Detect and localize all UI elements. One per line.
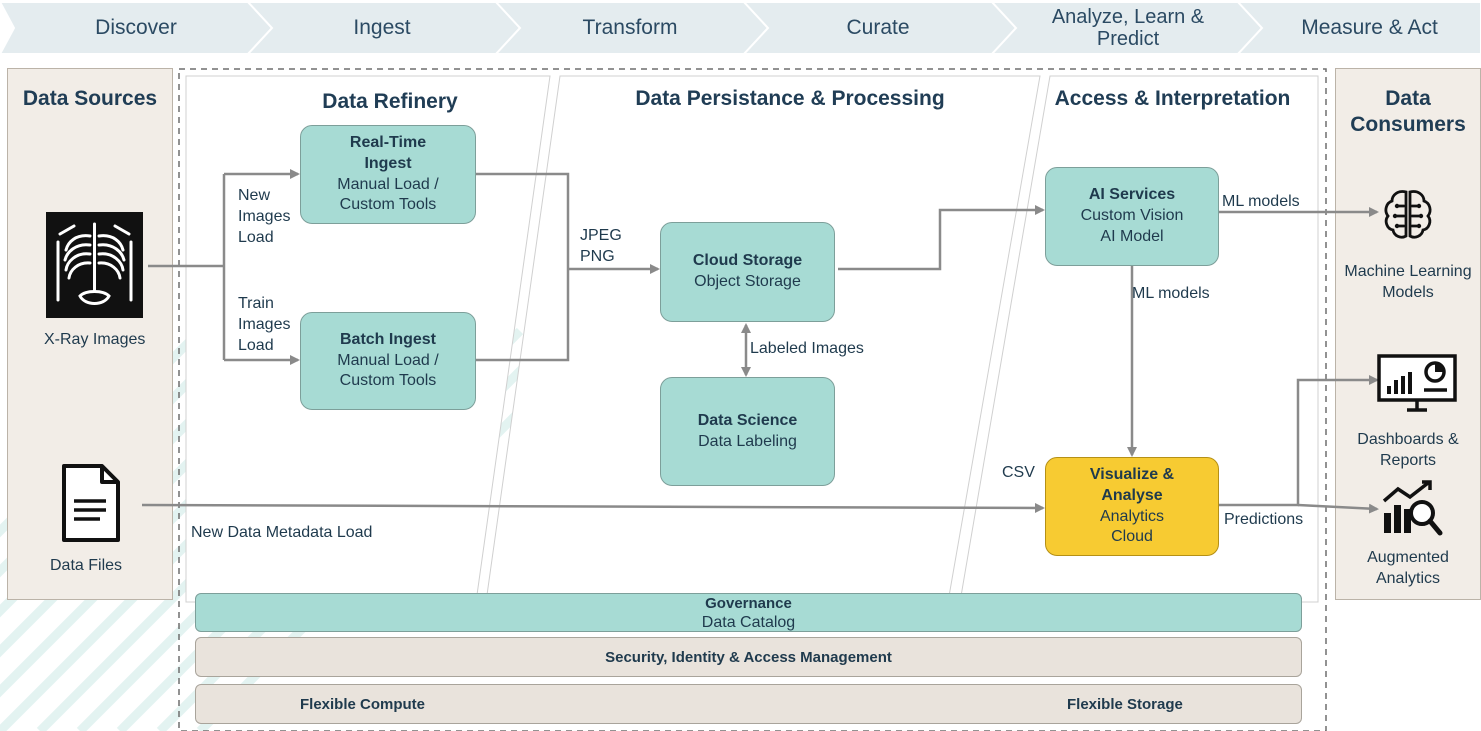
visualize-analyse-box: Visualize & Analyse Analytics Cloud [1045, 457, 1219, 556]
security-band: Security, Identity & Access Management [195, 637, 1302, 677]
ml-models-down-label: ML models [1132, 285, 1210, 302]
phase-label: Curate [846, 16, 910, 40]
platform-boundary [178, 68, 1327, 731]
data-consumers-title: Data Consumers [1350, 87, 1466, 137]
xray-images-label: X-Ray Images [44, 331, 146, 348]
phase-label: Discover [95, 16, 177, 40]
document-icon [62, 464, 120, 542]
phase-label: Ingest [353, 16, 411, 40]
box-title: Visualize & Analyse [1089, 465, 1175, 504]
flexible-storage-label: Flexible Storage [1067, 696, 1183, 713]
metadata-load-label: New Data Metadata Load [191, 524, 373, 541]
compute-storage-band: Flexible Compute Flexible Storage [195, 684, 1302, 724]
arrow-to-dashboards [1219, 375, 1379, 507]
section-title-refinery: Data Refinery [322, 90, 458, 113]
xray-icon [46, 212, 143, 318]
box-title: AI Services [1088, 186, 1176, 204]
section-title-access: Access & Interpretation [1054, 87, 1291, 110]
box-detail: Object Storage [694, 273, 801, 290]
box-detail: Custom Tools [339, 372, 437, 390]
phase-chevron-bar [0, 0, 1481, 55]
box-detail: Manual Load / [337, 351, 439, 369]
ml-models-label: ML models [1222, 193, 1300, 210]
box-title: Real-Time Ingest [349, 133, 427, 172]
governance-subtitle: Data Catalog [701, 614, 796, 631]
governance-band: Governance Data Catalog [195, 593, 1302, 632]
flexible-compute-label: Flexible Compute [300, 696, 426, 713]
analytics-magnifier-icon [1382, 480, 1443, 536]
box-detail: AI Model [1100, 227, 1164, 245]
phase-label: Analyze, Learn & Predict [1051, 5, 1205, 50]
csv-label: CSV [1002, 464, 1035, 481]
box-title: Batch Ingest [339, 330, 436, 348]
data-files-label: Data Files [50, 557, 123, 574]
arrow-to-augmented-analytics [1297, 503, 1379, 514]
machine-learning-models-label: Machine Learning Models [1344, 263, 1472, 301]
box-detail: Analytics [1099, 507, 1165, 525]
data-sources-title: Data Sources [22, 87, 158, 110]
box-detail: Data Labeling [698, 432, 797, 450]
box-title: Cloud Storage [692, 252, 803, 270]
predictions-label: Predictions [1224, 511, 1304, 528]
box-detail: Custom Vision [1080, 207, 1184, 225]
phase-chevron-measure [1235, 0, 1481, 55]
labeled-images-label: Labeled Images [750, 340, 864, 357]
dashboards-reports-label: Dashboards & Reports [1357, 431, 1459, 469]
section-title-persistence: Data Persistance & Processing [635, 87, 945, 110]
phase-label: Transform [582, 16, 678, 40]
box-title: Data Science [697, 411, 798, 429]
jpeg-png-label: JPEG PNG [580, 227, 622, 265]
new-images-label: New Images Load [238, 187, 291, 246]
batch-ingest-box: Batch Ingest Manual Load / Custom Tools [300, 312, 476, 410]
phase-label: Measure & Act [1301, 16, 1438, 40]
ai-services-box: AI Services Custom Vision AI Model [1045, 167, 1219, 266]
dashboard-icon [1377, 354, 1457, 412]
box-detail: Cloud [1111, 528, 1153, 546]
security-label: Security, Identity & Access Management [605, 649, 892, 666]
realtime-ingest-box: Real-Time Ingest Manual Load / Custom To… [300, 125, 476, 224]
governance-title: Governance [705, 595, 792, 612]
arrow-metadata-load [141, 502, 1045, 513]
data-science-box: Data Science Data Labeling [660, 377, 835, 486]
box-detail: Custom Tools [339, 196, 437, 214]
brain-chip-icon [1384, 190, 1432, 239]
ingest-merge-line [476, 172, 570, 362]
train-images-label: Train Images Load [238, 295, 291, 354]
augmented-analytics-label: Augmented Analytics [1367, 549, 1449, 587]
cloud-storage-box: Cloud Storage Object Storage [660, 222, 835, 322]
arrow-to-ai-services [838, 205, 1045, 271]
box-detail: Manual Load / [337, 175, 439, 193]
